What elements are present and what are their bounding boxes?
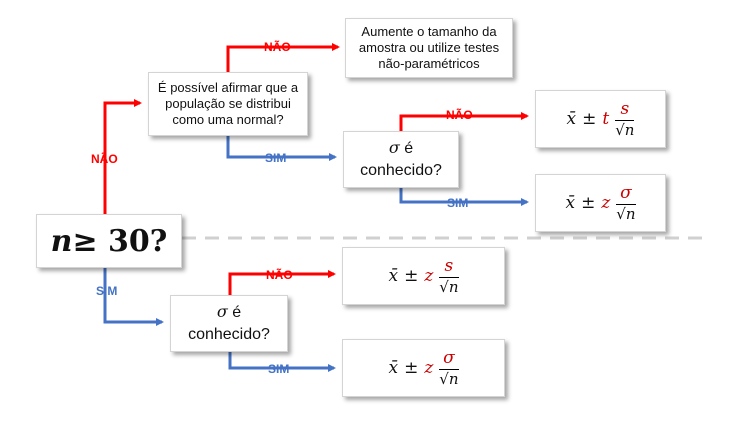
formula-xbar: x̄ xyxy=(388,266,399,286)
formula-z-s-box: x̄ ± z s √n xyxy=(342,247,505,305)
sigma-question-box-top: σ é conhecido? xyxy=(343,131,459,188)
main-question-box: n ≥ 30? xyxy=(36,214,182,268)
formula-fraction: s √n xyxy=(439,255,459,296)
formula-z-sigma-box-bottom: x̄ ± z σ √n xyxy=(342,339,505,397)
main-question-symbol: n xyxy=(50,223,73,259)
arrow-normal-no xyxy=(226,43,340,73)
formula-z-sigma-box-top: x̄ ± z σ √n xyxy=(535,174,666,232)
formula-numerator: s xyxy=(444,255,454,276)
sigma-symbol: σ xyxy=(388,138,400,157)
label-no-sigma1: NÃO xyxy=(446,108,473,122)
arrow-sigma1-no xyxy=(399,112,529,131)
formula-pm: ± xyxy=(404,266,419,286)
formula-stat: z xyxy=(424,358,434,378)
normal-question-text: É possível afirmar que a população se di… xyxy=(157,80,299,127)
sqrt-symbol: √ xyxy=(439,277,449,296)
normal-question-box: É possível afirmar que a população se di… xyxy=(148,72,308,136)
formula-xbar: x̄ xyxy=(566,109,577,129)
label-yes-sigma1: SIM xyxy=(447,196,469,210)
label-no-main: NÃO xyxy=(91,152,118,166)
arrow-main-no xyxy=(103,99,142,215)
formula-pm: ± xyxy=(581,193,596,213)
sigma-text-line2: conhecido? xyxy=(188,326,270,343)
formula-denominator: √n xyxy=(615,119,635,139)
formula-stat: t xyxy=(602,109,610,129)
arrow-sigma2-yes xyxy=(228,350,336,372)
formula-pm: ± xyxy=(582,109,597,129)
formula-t-s-box: x̄ ± t s √n xyxy=(535,90,666,148)
sigma-text: é xyxy=(227,304,242,321)
main-question-text: ≥ 30? xyxy=(72,223,168,259)
formula-denominator: √n xyxy=(616,203,636,223)
formula-fraction: σ √n xyxy=(616,182,636,223)
formula-fraction: s √n xyxy=(615,98,635,139)
label-yes-normal: SIM xyxy=(265,151,287,165)
formula-stat: z xyxy=(424,266,434,286)
formula-xbar: x̄ xyxy=(565,193,576,213)
formula-pm: ± xyxy=(404,358,419,378)
label-yes-main: SIM xyxy=(96,284,118,298)
formula-n: n xyxy=(448,368,459,388)
arrow-sigma1-yes xyxy=(399,188,529,206)
increase-sample-text: Aumente o tamanho da amostra ou utilize … xyxy=(358,24,500,71)
formula-n: n xyxy=(624,119,635,139)
formula-stat: z xyxy=(601,193,611,213)
arrow-main-yes xyxy=(103,268,164,326)
formula-denominator: √n xyxy=(439,368,459,388)
label-yes-sigma2: SIM xyxy=(268,362,290,376)
sqrt-symbol: √ xyxy=(439,369,449,388)
label-no-sigma2: NÃO xyxy=(266,268,293,282)
formula-denominator: √n xyxy=(439,276,459,296)
increase-sample-box: Aumente o tamanho da amostra ou utilize … xyxy=(345,18,513,78)
sigma-text: é xyxy=(399,140,414,157)
sqrt-symbol: √ xyxy=(615,120,625,139)
formula-n: n xyxy=(448,276,459,296)
formula-numerator: s xyxy=(620,98,630,119)
sigma-question-box-bottom: σ é conhecido? xyxy=(170,295,288,352)
sigma-text-line2: conhecido? xyxy=(360,162,442,179)
label-no-normal: NÃO xyxy=(264,40,291,54)
arrow-normal-yes xyxy=(226,136,337,161)
arrow-sigma2-no xyxy=(228,270,336,297)
sigma-symbol: σ xyxy=(216,302,228,321)
formula-xbar: x̄ xyxy=(388,358,399,378)
sqrt-symbol: √ xyxy=(616,204,626,223)
formula-n: n xyxy=(625,203,636,223)
formula-fraction: σ √n xyxy=(439,347,459,388)
formula-numerator: σ xyxy=(620,182,632,203)
formula-numerator: σ xyxy=(443,347,455,368)
